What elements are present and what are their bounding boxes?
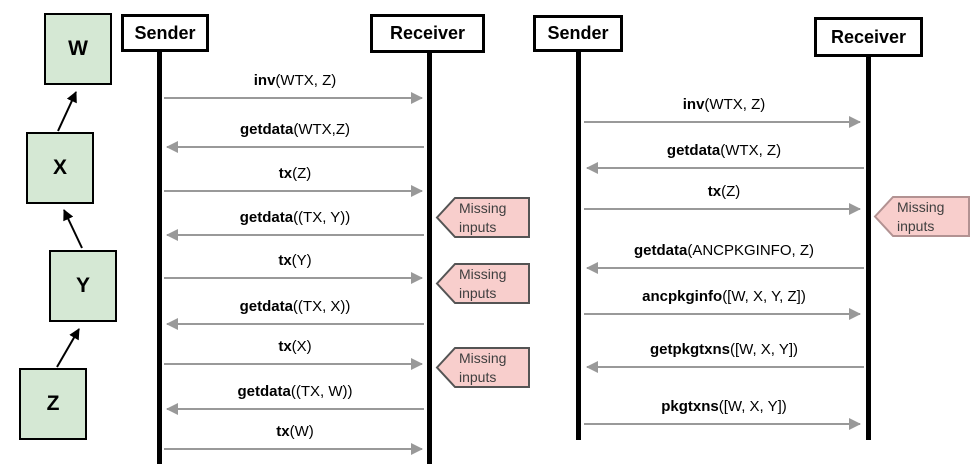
message-name: ancpkginfo [642,288,723,305]
message-label: inv(WTX, Z) [594,95,854,115]
message-name: tx [278,165,293,182]
missing-inputs-callout: Missing inputs [459,265,506,303]
message-name: getdata [240,121,294,138]
message-name: getdata [239,298,293,315]
callout-line: Missing [459,266,507,282]
message-args: ((TX, X)) [292,298,351,315]
message-args: ([W, X, Y]) [718,398,787,415]
message-label: getdata(ANCPKGINFO, Z) [594,241,854,261]
diagram2-receiver-header: Receiver [814,17,923,57]
message-args: (WTX,Z) [293,121,350,138]
sender-label: Sender [134,22,196,43]
receiver-label: Receiver [830,26,907,47]
message-label: getdata((TX, Y)) [164,208,426,228]
callout-line: Missing [897,199,945,215]
callout-shapes [435,196,970,388]
message-label: tx(W) [164,422,426,442]
chain-node-label: Z [46,392,60,415]
message-args: (WTX, Z) [720,142,782,159]
chain-arrow-z-to-y [56,328,80,368]
callout-shape [873,196,970,237]
message-label: tx(Y) [164,251,426,271]
callout-shape [435,197,530,238]
message-args: (ANCPKGINFO, Z) [687,242,814,259]
chain-arrow-x-to-w [57,91,77,132]
message-name: tx [278,252,292,269]
message-name: tx [707,183,722,200]
diagram1-sender-header: Sender [121,14,209,52]
chain-node-x: X [26,132,94,204]
message-name: getdata [239,209,294,226]
sender-label: Sender [547,23,609,43]
callout-shape [435,263,530,304]
message-label: ancpkginfo([W, X, Y, Z]) [594,287,854,307]
message-label: tx(Z) [594,182,854,202]
callout-line: inputs [897,218,935,234]
message-name: pkgtxns [661,398,719,415]
chain-node-w: W [44,13,112,85]
message-args: (Y) [291,252,312,269]
callout-shape [435,347,530,388]
chain-node-label: Y [75,274,90,297]
diagram1-arrows [164,92,424,455]
callout-line: inputs [459,219,497,235]
diagram2-receiver-lifeline [866,56,871,440]
message-name: tx [278,338,292,355]
message-name: getdata [666,142,721,159]
message-label: getdata((TX, X)) [164,297,426,317]
message-name: getdata [633,242,688,259]
message-label: getdata(WTX,Z) [164,120,426,140]
message-label: tx(Z) [164,164,426,184]
message-name: inv [253,72,276,89]
diagram1-sender-lifeline [157,50,162,464]
message-args: (X) [291,338,312,355]
chain-arrow-y-to-x [63,209,83,249]
diagram2-arrows [584,116,864,430]
message-args: (Z) [292,165,312,182]
message-label: getdata(WTX, Z) [594,141,854,161]
message-label: getpkgtxns([W, X, Y]) [594,340,854,360]
message-args: ([W, X, Y]) [729,341,799,358]
message-name: getdata [237,383,291,400]
missing-inputs-callout: Missing inputs [459,199,506,237]
missing-inputs-callout: Missing inputs [459,349,506,387]
diagram1-receiver-lifeline [427,51,432,464]
callout-line: Missing [459,200,507,216]
message-args: (W) [289,423,314,440]
message-label: tx(X) [164,337,426,357]
chain-node-z: Z [19,368,87,440]
message-name: inv [682,96,705,113]
diagram2-sender-lifeline [576,51,581,440]
message-label: pkgtxns([W, X, Y]) [594,397,854,417]
message-args: ([W, X, Y, Z]) [722,288,806,305]
callout-line: inputs [459,369,497,385]
chain-node-label: X [52,156,67,179]
callout-line: Missing [459,350,507,366]
message-args: ((TX, Y)) [293,209,351,226]
chain-node-y: Y [49,250,117,322]
callout-line: inputs [459,285,497,301]
message-name: tx [276,423,290,440]
message-label: getdata((TX, W)) [164,382,426,402]
chain-arrows [56,91,83,368]
message-args: (Z) [721,183,741,200]
diagram1-receiver-header: Receiver [370,14,485,53]
message-label: inv(WTX, Z) [164,71,426,91]
chain-node-label: W [68,37,88,60]
message-name: getpkgtxns [649,341,730,358]
missing-inputs-callout: Missing inputs [897,198,944,236]
message-args: (WTX, Z) [275,72,337,89]
message-args: (WTX, Z) [704,96,766,113]
message-args: ((TX, W)) [290,383,353,400]
diagram2-sender-header: Sender [533,15,623,52]
receiver-label: Receiver [389,23,466,43]
